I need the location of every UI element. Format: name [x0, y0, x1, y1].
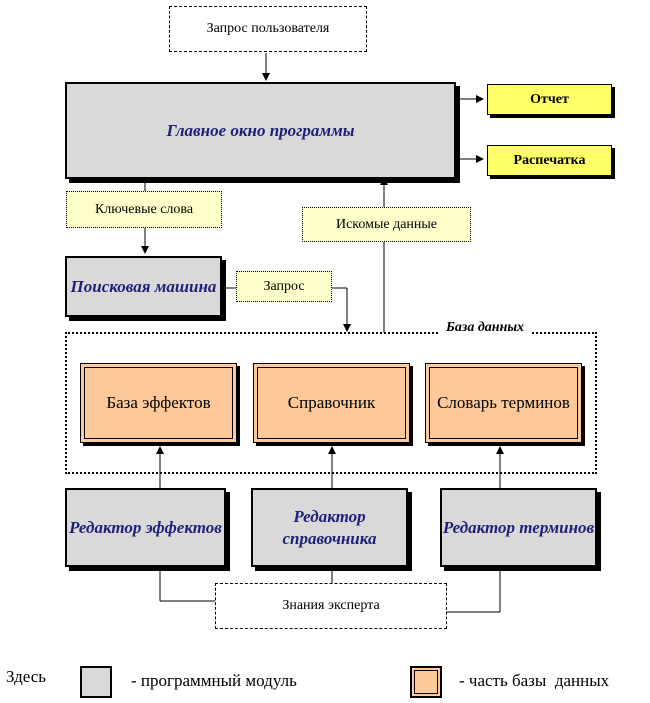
- legend-db-part-text: - часть базы данных: [459, 671, 610, 690]
- terms-editor-module: Редактор терминов: [440, 488, 597, 567]
- effects-editor-module: Редактор эффектов: [65, 488, 226, 567]
- reference-editor-module: Редактор справочника: [251, 488, 408, 567]
- keywords-label: Ключевые слова: [66, 191, 222, 228]
- legend-db-part-swatch: [410, 666, 442, 698]
- report-output: Отчет: [487, 84, 612, 115]
- found-data-label: Искомые данные: [302, 207, 471, 242]
- user-request-box: Запрос пользователя: [169, 6, 367, 52]
- database-title: База данных: [438, 320, 533, 336]
- expert-knowledge-box: Знания эксперта: [215, 583, 447, 629]
- search-engine-module: Поисковая машина: [65, 256, 222, 317]
- legend-module-swatch: [80, 666, 112, 698]
- legend-here: Здесь: [6, 667, 47, 686]
- main-window-module: Главное окно программы: [65, 82, 456, 179]
- effects-db-part: База эффектов: [80, 363, 237, 443]
- database-frame: [65, 332, 597, 474]
- terms-db-part: Словарь терминов: [425, 363, 582, 443]
- query-label: Запрос: [236, 271, 332, 302]
- legend-module-text: - программный модуль: [131, 671, 297, 690]
- reference-db-part: Справочник: [253, 363, 410, 443]
- printout-output: Распечатка: [487, 145, 612, 176]
